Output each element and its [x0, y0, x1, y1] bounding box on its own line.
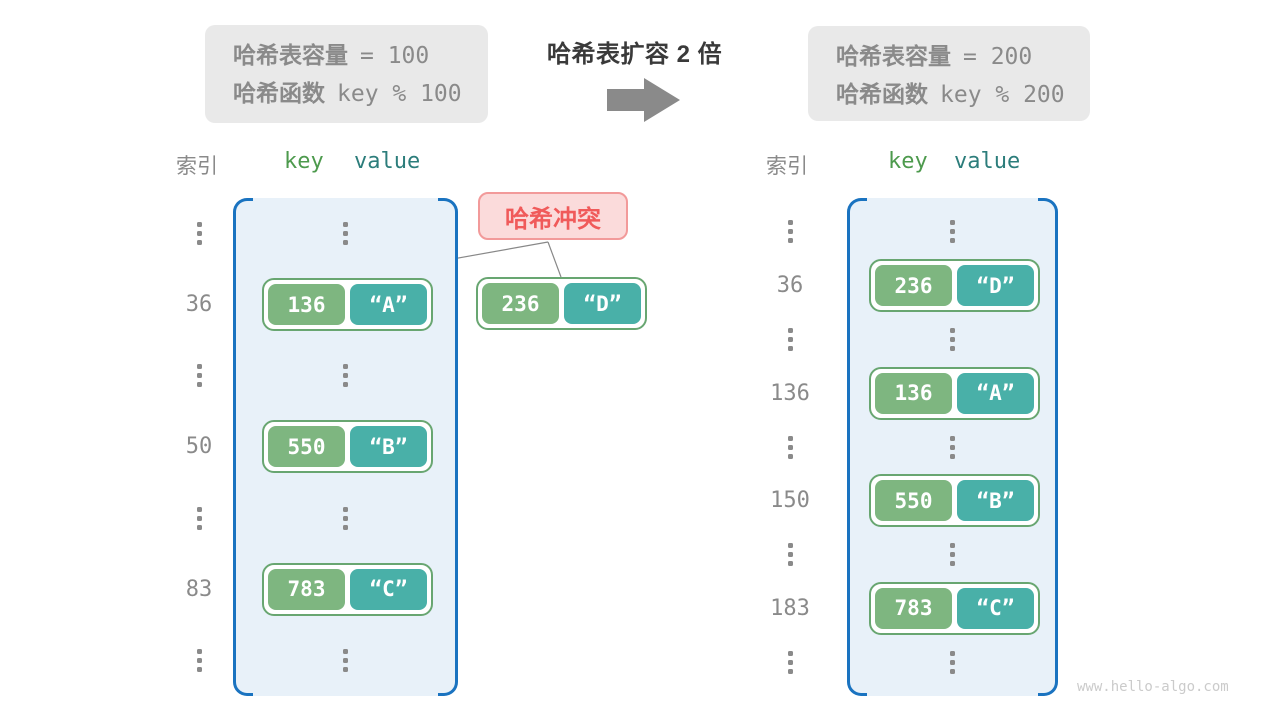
left-value-header: value — [354, 149, 421, 174]
left-capacity-info-box: 哈希表容量 = 100 哈希函数 key % 100 — [205, 25, 488, 123]
right-bracket-border — [438, 198, 458, 696]
right-index-header: 索引 — [766, 155, 808, 178]
vertical-ellipsis-icon — [754, 420, 826, 474]
vertical-ellipsis-icon — [233, 483, 458, 554]
right-index-column: 36 136 150 183 — [754, 198, 826, 696]
left-index-2: 83 — [185, 576, 213, 602]
vertical-ellipsis-icon — [847, 635, 1058, 689]
right-index-1: 136 — [770, 380, 810, 406]
right-bracket-border — [1038, 198, 1058, 696]
vertical-ellipsis-icon — [233, 625, 458, 696]
left-hash-fn-line: 哈希函数 key % 100 — [233, 75, 488, 113]
site-watermark: www.hello-algo.com — [1077, 679, 1229, 695]
left-capacity-label: 哈希表容量 — [233, 42, 348, 68]
kv-pair-136-A: 136 “A” — [869, 366, 1040, 420]
kv-pair-783-C: 783 “C” — [869, 581, 1040, 635]
right-index-2: 150 — [770, 488, 810, 514]
key-box: 783 — [875, 587, 952, 629]
right-value-header: value — [954, 149, 1021, 174]
left-bracket-border — [847, 198, 867, 696]
value-box: “D” — [957, 265, 1034, 307]
left-bracket-border — [233, 198, 253, 696]
key-box: 550 — [875, 480, 952, 522]
right-capacity-info-box: 哈希表容量 = 200 哈希函数 key % 200 — [808, 26, 1090, 121]
vertical-ellipsis-icon — [847, 205, 1058, 259]
key-box: 136 — [875, 372, 952, 414]
left-index-0: 36 — [185, 292, 213, 318]
kv-pair-783-C: 783 “C” — [262, 562, 433, 616]
right-index-0: 36 — [776, 273, 804, 299]
key-box: 136 — [268, 284, 345, 326]
value-box: “C” — [957, 587, 1034, 629]
right-hash-fn-line: 哈希函数 key % 200 — [836, 76, 1090, 114]
key-box: 783 — [268, 568, 345, 610]
key-box: 236 — [482, 283, 559, 324]
kv-pair-550-B: 550 “B” — [869, 474, 1040, 528]
right-hash-fn-label: 哈希函数 — [836, 81, 928, 107]
right-hash-fn-value: key % 200 — [940, 82, 1065, 108]
right-capacity-value: = 200 — [963, 44, 1033, 70]
vertical-ellipsis-icon — [163, 625, 235, 696]
right-capacity-label: 哈希表容量 — [836, 43, 951, 69]
right-bucket-array: 236 “D” 136 “A” 550 “B” 783 “C” — [847, 198, 1058, 696]
vertical-ellipsis-icon — [163, 340, 235, 411]
vertical-ellipsis-icon — [754, 205, 826, 259]
right-arrow-icon — [607, 77, 681, 128]
value-box: “B” — [957, 480, 1034, 522]
vertical-ellipsis-icon — [233, 198, 458, 269]
vertical-ellipsis-icon — [754, 635, 826, 689]
left-capacity-line: 哈希表容量 = 100 — [233, 37, 488, 75]
right-key-header: key — [888, 149, 928, 174]
key-box: 236 — [875, 265, 952, 307]
value-box: “B” — [350, 426, 427, 468]
right-index-3: 183 — [770, 595, 810, 621]
kv-pair-236-D: 236 “D” — [869, 259, 1040, 313]
value-box: “A” — [957, 372, 1034, 414]
value-box: “D” — [564, 283, 641, 324]
kv-pair-550-B: 550 “B” — [262, 420, 433, 474]
left-index-header: 索引 — [176, 155, 218, 178]
resize-title: 哈希表扩容 2 倍 — [547, 41, 723, 68]
left-bucket-array: 136 “A” 550 “B” 783 “C” — [233, 198, 458, 696]
left-index-1: 50 — [185, 434, 213, 460]
vertical-ellipsis-icon — [847, 420, 1058, 474]
kv-pair-136-A: 136 “A” — [262, 278, 433, 332]
vertical-ellipsis-icon — [847, 313, 1058, 367]
kv-pair-236-D-colliding: 236 “D” — [476, 277, 647, 330]
value-box: “A” — [350, 284, 427, 326]
vertical-ellipsis-icon — [233, 340, 458, 411]
vertical-ellipsis-icon — [754, 528, 826, 582]
left-hash-fn-value: key % 100 — [337, 81, 462, 107]
key-box: 550 — [268, 426, 345, 468]
left-index-column: 36 50 83 — [163, 198, 235, 696]
left-key-header: key — [284, 149, 324, 174]
value-box: “C” — [350, 568, 427, 610]
left-hash-fn-label: 哈希函数 — [233, 80, 325, 106]
vertical-ellipsis-icon — [163, 198, 235, 269]
vertical-ellipsis-icon — [847, 528, 1058, 582]
left-capacity-value: = 100 — [360, 43, 430, 69]
vertical-ellipsis-icon — [754, 313, 826, 367]
vertical-ellipsis-icon — [163, 483, 235, 554]
right-capacity-line: 哈希表容量 = 200 — [836, 38, 1090, 76]
hash-collision-label: 哈希冲突 — [478, 192, 628, 240]
